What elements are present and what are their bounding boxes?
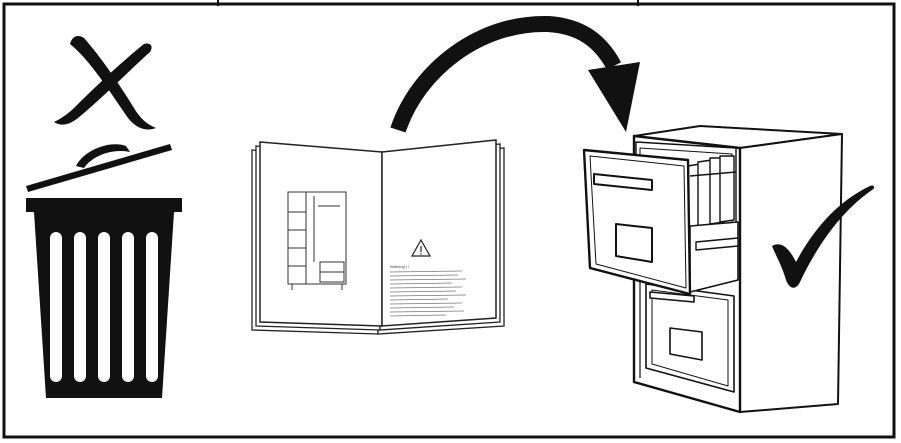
manual-fine-print xyxy=(389,270,467,317)
cross-mark-icon xyxy=(54,36,156,130)
filing-cabinet-icon xyxy=(582,125,843,414)
trash-lid xyxy=(26,144,172,192)
warning-triangle-icon xyxy=(410,238,432,257)
hanging-files xyxy=(687,155,737,229)
lower-drawer-label xyxy=(669,327,703,361)
wardrobe-icon xyxy=(287,191,347,290)
manual-left-page xyxy=(259,141,383,327)
open-drawer-label xyxy=(615,223,653,263)
trash-lid-handle xyxy=(76,144,130,168)
check-mark-icon xyxy=(772,185,875,288)
trash-bin-icon xyxy=(26,144,182,398)
trash-rim xyxy=(26,198,182,212)
manual-booklet: Warning / ! xyxy=(251,139,505,335)
manual-heading: Warning / ! xyxy=(390,264,409,269)
open-drawer-handle xyxy=(593,173,653,191)
curved-arrow-icon xyxy=(390,15,640,133)
manual-right-page xyxy=(381,139,497,327)
lower-drawer-handle xyxy=(649,291,695,303)
